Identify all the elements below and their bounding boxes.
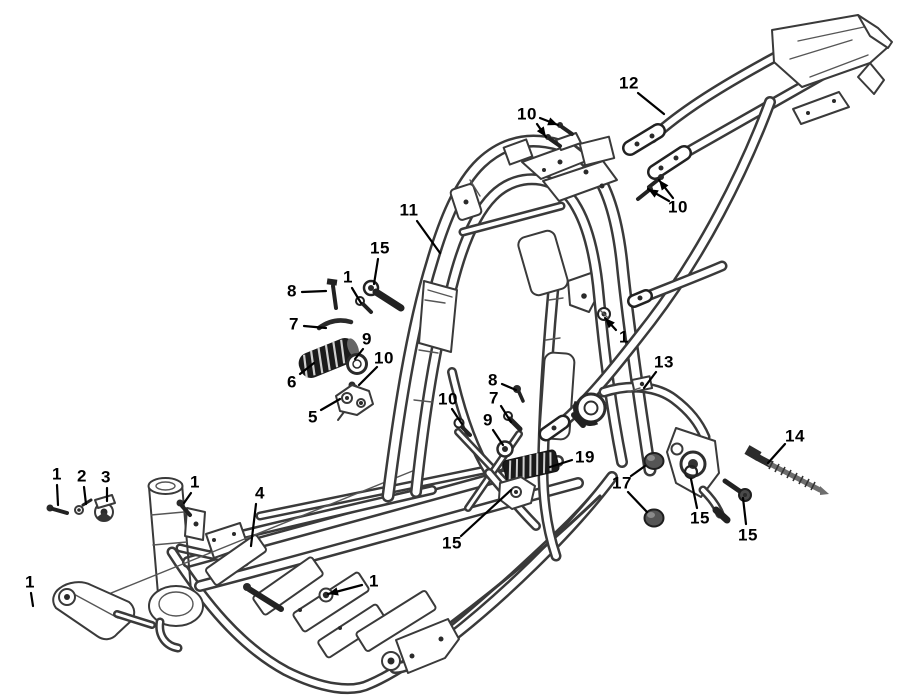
leader-arrowhead-part-10 [547,117,558,126]
leader-line-part-8 [500,382,518,392]
part-label-13: 13 [654,352,674,372]
leader-arrowhead-part-10 [659,180,669,191]
top-bracket-cluster [502,132,618,202]
part-label-14: 14 [785,426,805,446]
part-label-1: 1 [52,464,62,484]
bolt-part8-upper [326,278,338,310]
part-label-19: 19 [575,447,595,467]
part-label-10: 10 [438,389,458,409]
leader-line-part-15 [741,496,748,526]
leader-line-part-19 [548,458,574,469]
part-label-12: 12 [619,73,639,93]
part-label-1: 1 [369,571,379,591]
arch-outer-tube [384,137,654,500]
part-label-8: 8 [488,370,498,390]
small-parts [46,122,829,528]
bolt-part1-head [176,499,192,517]
pin-part2 [74,498,93,515]
part-label-1: 1 [25,572,35,592]
leader-line-part-9 [491,428,505,447]
part-label-1: 1 [619,327,629,347]
part-label-9: 9 [362,329,372,349]
bolt-part1-left [46,504,69,515]
side-panel-left [418,280,458,353]
ring-part9-upper [346,353,368,375]
leader-line-part-1 [55,483,60,507]
leader-line-part-13 [642,370,658,390]
leader-line-part-7 [302,324,328,330]
cap-part17-upper [643,452,665,470]
part-label-7: 7 [489,388,499,408]
part-label-11: 11 [399,200,419,220]
leader-line-part-14 [766,442,787,465]
pin-part10-mid [453,417,472,437]
part-label-4: 4 [255,483,265,503]
leader-line-part-10 [357,365,379,387]
cap-part17-lower [643,508,665,528]
part-label-15: 15 [690,508,710,528]
bolt-part14-long [744,445,829,495]
leader-line-part-15 [372,257,380,286]
leader-line-part-8 [300,289,328,294]
part-label-17: 17 [612,473,632,493]
part-label-1: 1 [343,267,353,287]
collar-part9-mid [496,440,514,458]
leader-line-part-17 [629,464,647,478]
part-label-9: 9 [483,410,493,430]
part-label-8: 8 [287,281,297,301]
rear-carrier [538,14,893,442]
leader-arrowhead-part-10 [648,189,659,198]
part-label-15: 15 [442,533,462,553]
leader-line-part-1 [29,591,35,608]
part-label-5: 5 [308,407,318,427]
pins-part10-top [545,122,574,148]
bracket-part5-upper [335,384,374,421]
bolt-part1-topright [597,307,611,321]
part-label-10: 10 [374,348,394,368]
leader-line-part-1 [182,491,193,505]
part-label-7: 7 [289,314,299,334]
footrest-rubber-part6 [298,338,359,378]
leader-line-part-9 [353,347,365,361]
leader-line-part-10 [450,407,464,426]
leader-line-part-11 [415,219,442,255]
leader-line-part-7 [499,404,513,424]
lower-pin [246,586,284,612]
part-label-15: 15 [738,525,758,545]
leader-line-part-6 [298,361,316,376]
leader-line-part-4 [249,502,258,548]
leader-arrowhead-part-1 [328,587,339,596]
leader-line-part-2 [82,485,88,506]
part-label-6: 6 [287,372,297,392]
leader-line-part-15 [689,477,699,510]
leader-line-part-17 [626,490,649,514]
center-stand-part13 [571,375,731,524]
leader-line-part-12 [636,91,666,116]
leader-arrowhead-part-1 [605,318,615,329]
footrest-bracket-part19 [498,476,536,510]
steering-head-tube [147,477,206,653]
leader-line-part-15 [459,488,513,538]
floor-frame [166,455,618,695]
part-label-2: 2 [77,466,87,486]
part-label-1: 1 [190,472,200,492]
leader-arrowhead-part-10 [536,126,546,137]
rod-part7-upper [316,318,354,331]
bolt-part8-mid [513,385,525,403]
leader-line-part-5 [319,397,342,412]
part-label-15: 15 [370,238,390,258]
part-label-3: 3 [101,467,111,487]
part-label-10: 10 [517,104,537,124]
part-label-10: 10 [668,197,688,217]
footrest-rubber-part19 [502,449,560,483]
leader-line-part-1 [350,286,363,305]
